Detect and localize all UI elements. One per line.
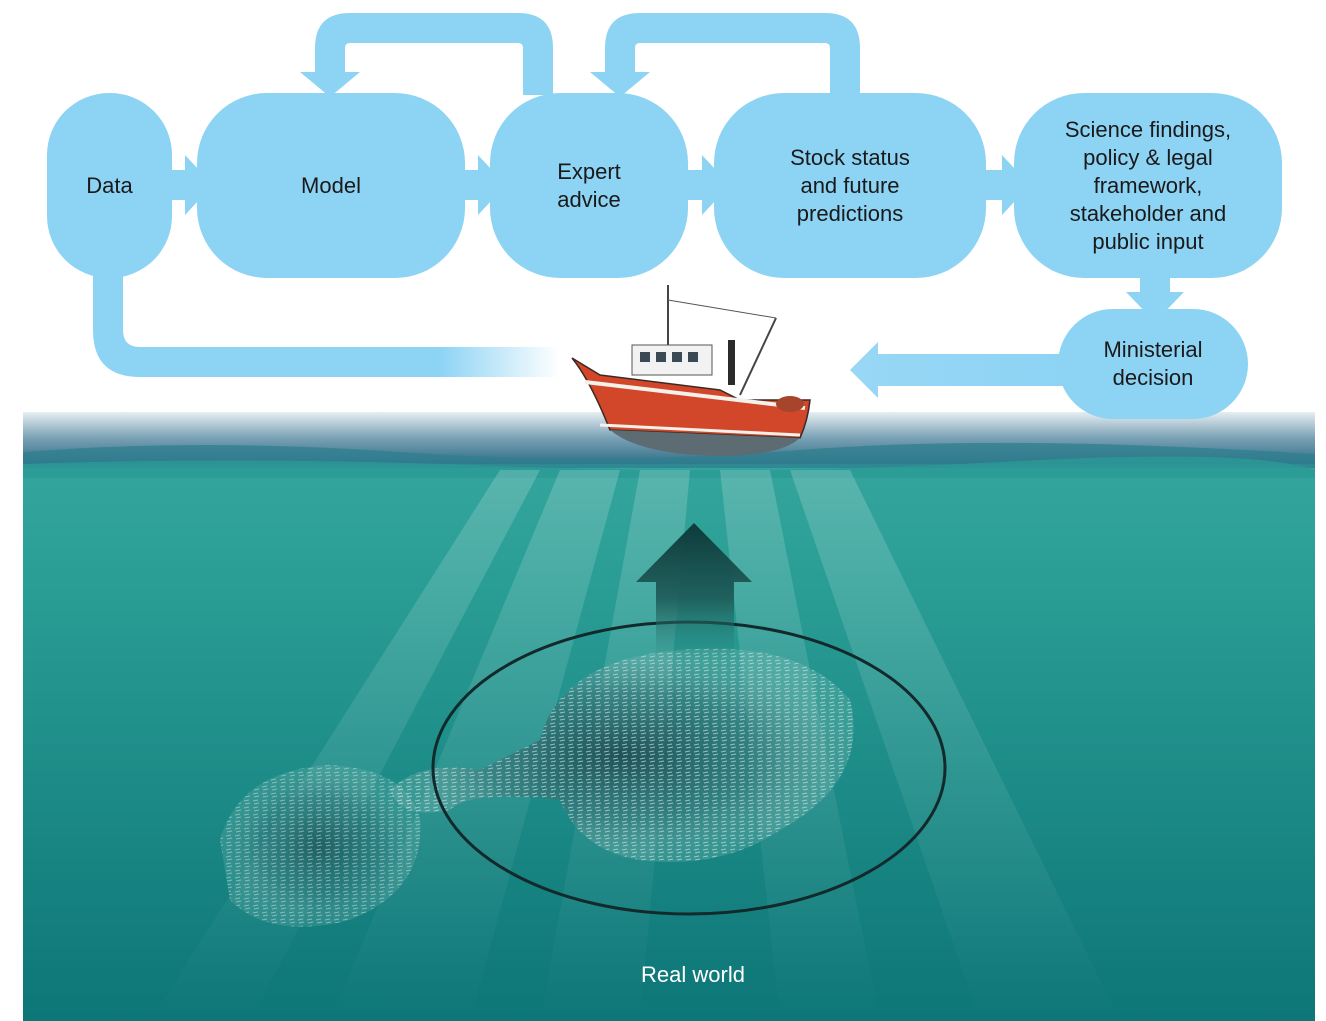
- feedback-arrows: [300, 13, 860, 97]
- node-ministerial-decision: Ministerial decision: [1058, 309, 1248, 419]
- node-stock-status: Stock status and future predictions: [714, 93, 986, 278]
- real-world-caption: Real world: [641, 962, 745, 987]
- node-model: Model: [197, 93, 465, 278]
- up-arrow: [636, 523, 752, 660]
- node-data: Data: [47, 93, 172, 278]
- fishing-boat: [571, 285, 811, 456]
- node-science-findings: Science findings, policy & legal framewo…: [1014, 93, 1282, 278]
- fish-school: [220, 648, 854, 927]
- node-expert-advice: Expert advice: [490, 93, 688, 278]
